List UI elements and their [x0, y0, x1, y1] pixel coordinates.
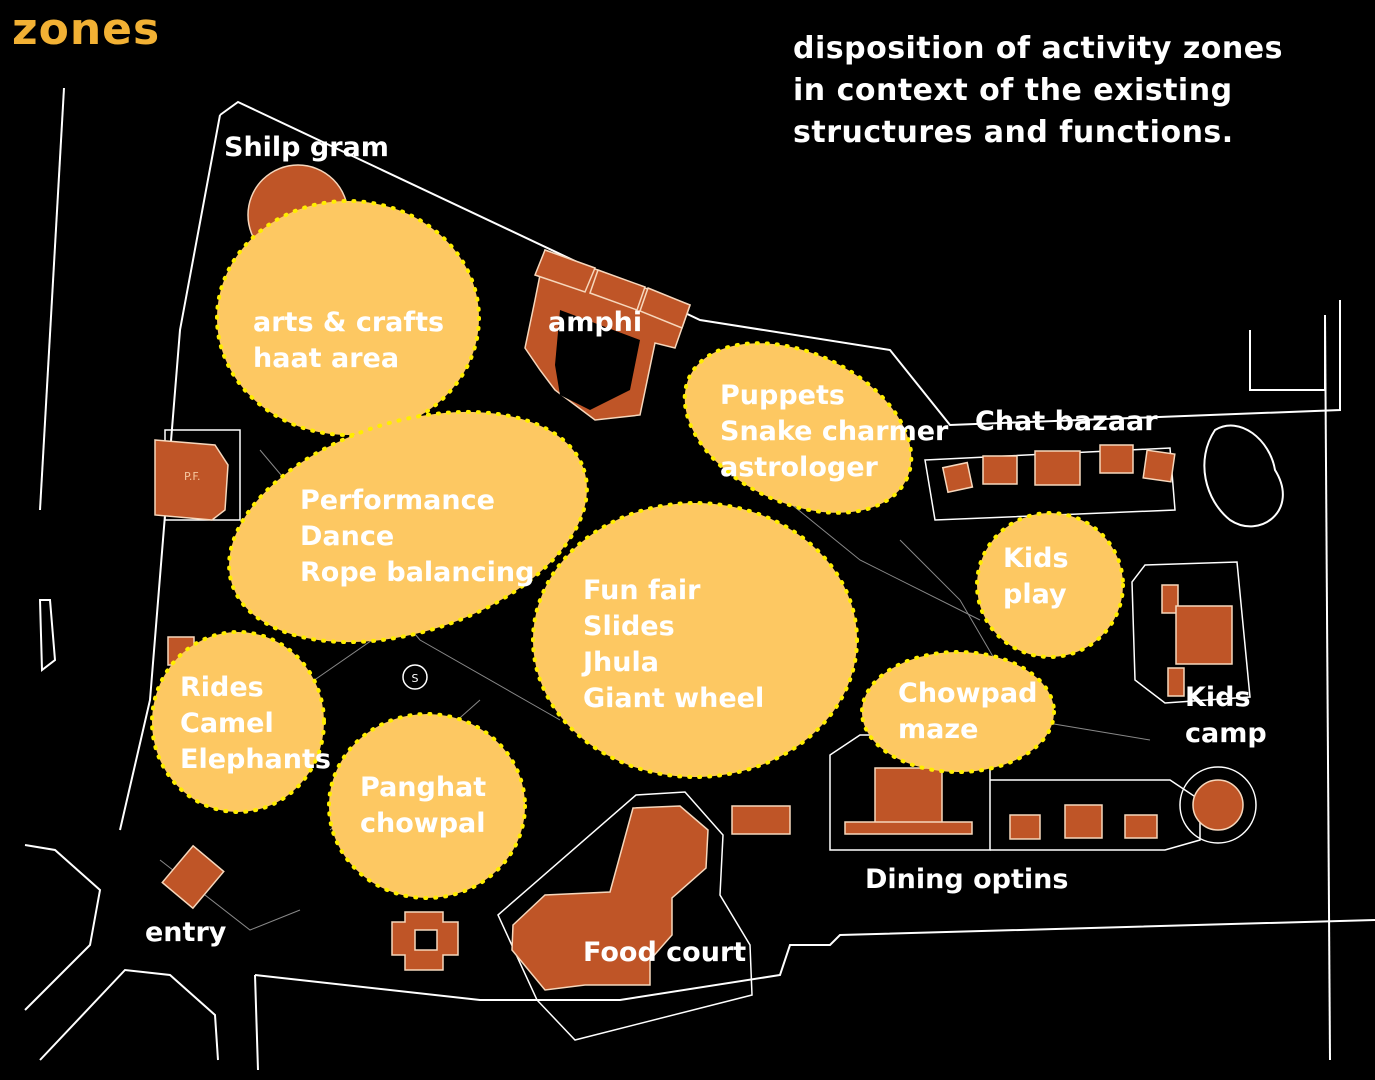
- entry-structure: [161, 844, 225, 910]
- label-chat-bazaar: Chat bazaar: [975, 406, 1158, 437]
- label-performance: Performance Dance Rope balancing: [300, 485, 535, 588]
- south-boundary: [254, 919, 1375, 1001]
- s-marker-label: S: [412, 672, 419, 685]
- chat-bazaar-stalls: [924, 444, 1176, 521]
- s-marker-icon: [402, 664, 428, 690]
- label-entry: entry: [145, 917, 227, 948]
- left-boundary-line: [39, 87, 65, 511]
- zone-puppets[interactable]: [658, 309, 939, 546]
- label-arts-crafts: arts & crafts haat area: [253, 307, 445, 374]
- label-fun-fair: Fun fair Slides Jhula Giant wheel: [583, 575, 765, 714]
- label-kids-play: Kids play: [1003, 543, 1069, 610]
- zone-fun-fair[interactable]: [531, 501, 859, 779]
- zone-performance[interactable]: [200, 370, 617, 684]
- zone-arts-crafts[interactable]: [215, 199, 481, 437]
- activity-zones: [150, 199, 1125, 900]
- label-food-court: Food court: [583, 937, 747, 968]
- east-boundary: [1324, 314, 1331, 1061]
- label-dining: Dining optins: [865, 864, 1069, 895]
- label-kids-camp: Kids camp: [1185, 682, 1267, 749]
- page-title: zones: [12, 4, 161, 55]
- entry-line: [254, 974, 259, 1071]
- amphi-structure: [524, 248, 691, 421]
- zone-panghat[interactable]: [327, 712, 527, 900]
- label-amphi: amphi: [548, 307, 643, 338]
- gate-marker: [38, 599, 57, 672]
- label-chowpad-maze: Chowpad maze: [898, 678, 1038, 745]
- label-panghat: Panghat chowpal: [360, 772, 487, 839]
- pf-structure: [154, 429, 241, 521]
- zone-chowpad-maze[interactable]: [860, 650, 1056, 774]
- label-puppets: Puppets Snake charmer astrologer: [720, 380, 949, 483]
- entry-road-upper: [24, 844, 102, 1011]
- pond: [1203, 424, 1284, 528]
- map-subtitle: disposition of activity zones in context…: [793, 31, 1283, 150]
- dining-structures: [829, 734, 1257, 851]
- entry-road-lower: [39, 968, 219, 1061]
- stepped-structure: [391, 911, 459, 971]
- north-boundary: [219, 100, 1341, 427]
- food-court-structure: [497, 791, 791, 1041]
- kids-camp-structure: [1131, 561, 1251, 704]
- label-shilp-gram: Shilp gram: [224, 132, 389, 163]
- label-pf: P.F.: [184, 470, 201, 483]
- east-notch: [1249, 315, 1326, 391]
- zone-kids-play[interactable]: [975, 511, 1125, 659]
- zone-rides[interactable]: [150, 630, 326, 814]
- label-rides: Rides Camel Elephants: [180, 672, 331, 775]
- existing-structures: [154, 164, 1257, 1041]
